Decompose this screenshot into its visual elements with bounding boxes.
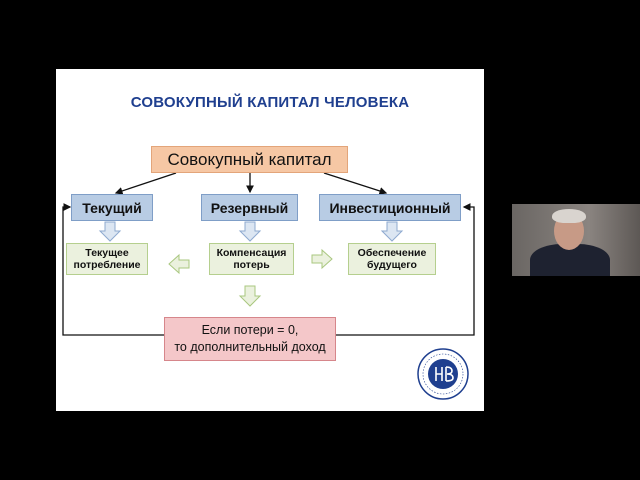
result-line: то дополнительный доход: [174, 340, 326, 354]
hse-logo-icon: [417, 348, 469, 400]
arrow-to-tekushchiy: [114, 172, 177, 195]
sub-box-line: Текущее: [85, 247, 129, 259]
category-investment-box: Инвестиционный: [319, 194, 461, 221]
feedback-loop-line: [62, 203, 164, 336]
category-current-box: Текущий: [71, 194, 153, 221]
sub-box-line: будущего: [367, 259, 417, 271]
webcam-video: [512, 204, 640, 276]
result-line: Если потери = 0,: [201, 323, 299, 337]
slide-title: СОВОКУПНЫЙ КАПИТАЛ ЧЕЛОВЕКА: [130, 94, 410, 111]
sub-box-line: Компенсация: [216, 247, 287, 259]
total-capital-box: Совокупный капитал: [151, 146, 348, 173]
diagram-connectors: [62, 172, 475, 336]
presenter-hair: [552, 209, 586, 223]
sub-box-line: потерь: [233, 259, 270, 271]
feedback-loop-line-right: [336, 203, 475, 336]
arrow-to-investitsionnyy: [323, 172, 388, 195]
sub-box-line: потребление: [73, 259, 141, 271]
green-arrow-icon: [168, 248, 333, 307]
presentation-slide: СОВОКУПНЫЙ КАПИТАЛ ЧЕЛОВЕКА Совокупный к…: [56, 69, 484, 411]
category-reserve-box: Резервный: [201, 194, 298, 221]
additional-income-box: Если потери = 0, то дополнительный доход: [164, 317, 336, 361]
sub-box-line: Обеспечение: [357, 247, 427, 259]
down-arrow-icon: [98, 221, 404, 242]
